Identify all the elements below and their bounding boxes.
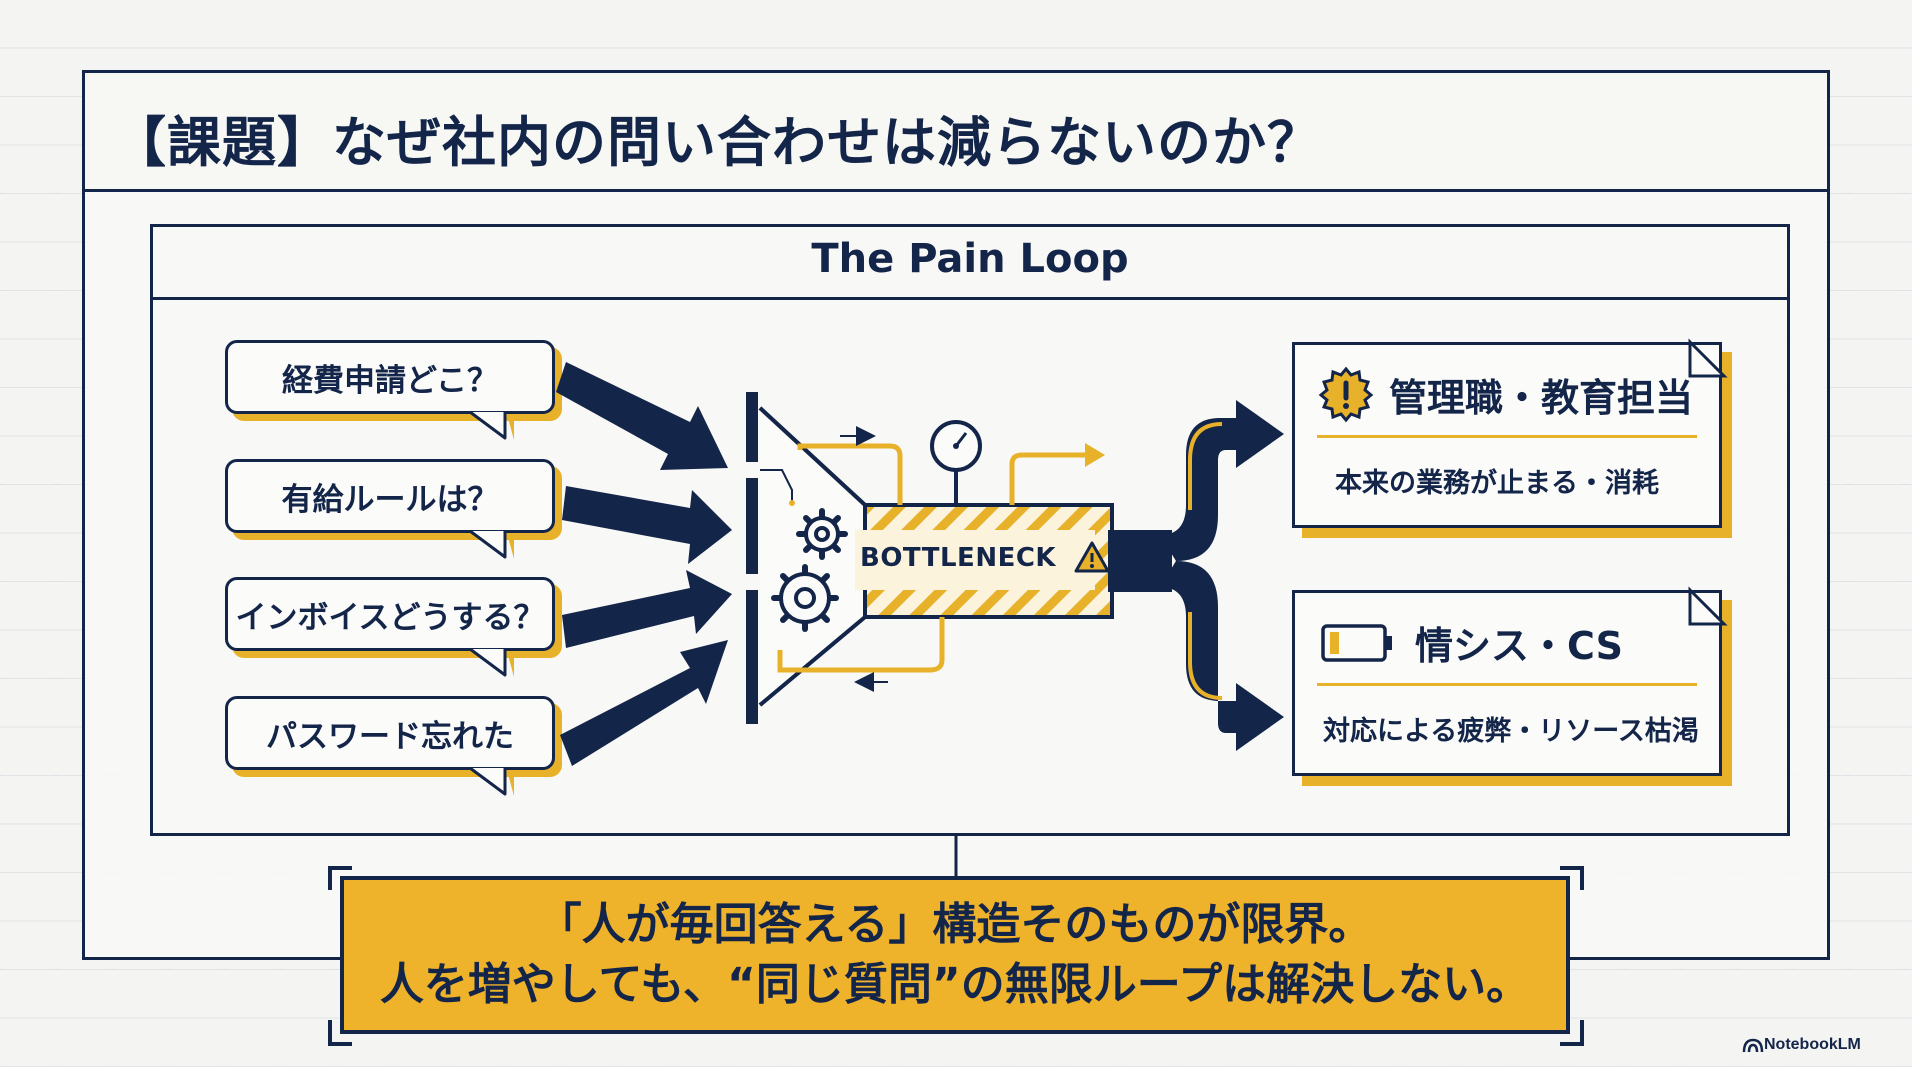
impact-title: 情シス・CS	[1415, 624, 1623, 668]
notebooklm-logo-icon	[1742, 1038, 1764, 1053]
bubble-tails	[469, 410, 507, 796]
input-arrows	[556, 362, 732, 766]
conclusion-line-1: 「人が毎回答える」構造そのものが限界。	[537, 899, 1373, 950]
impact-body: 本来の業務が止まる・消耗	[1335, 468, 1659, 499]
card-divider	[1317, 435, 1697, 438]
gear-warning-icon	[1318, 366, 1374, 423]
impact-card: 情シス・CS 対応による疲弊・リソース枯渇	[1292, 590, 1722, 776]
folded-corner	[1688, 338, 1728, 378]
question-label: インボイスどうする？	[235, 599, 545, 636]
question-label: パスワード忘れた	[266, 718, 514, 755]
conclusion-line-2: 人を増やしても、“同じ質問”の無限ループは解決しない。	[379, 959, 1531, 1010]
pressure-gauge-icon	[930, 420, 982, 505]
pipe-loops	[777, 443, 1085, 673]
slide-title: 【課題】なぜ社内の問い合わせは減らないのか？	[112, 111, 1322, 174]
question-label: 有給ルールは？	[281, 481, 499, 518]
bottleneck-label: BOTTLENECK	[860, 543, 1057, 573]
notebooklm-watermark: NotebookLM	[1764, 1036, 1861, 1053]
conclusion-box: 「人が毎回答える」構造そのものが限界。 人を増やしても、“同じ質問”の無限ループ…	[340, 876, 1570, 1034]
question-bubble: 経費申請どこ？	[225, 340, 555, 414]
question-bubble: インボイスどうする？	[225, 577, 555, 651]
panel-title: The Pain Loop	[811, 236, 1129, 282]
question-bubble: パスワード忘れた	[225, 696, 555, 770]
warning-icon	[1074, 541, 1110, 573]
split-arrows	[1108, 400, 1284, 751]
folded-corner	[1688, 586, 1728, 626]
title-band	[82, 70, 1830, 192]
impact-title: 管理職・教育担当	[1389, 376, 1694, 420]
impact-card: 管理職・教育担当 本来の業務が止まる・消耗	[1292, 342, 1722, 528]
question-bubble: 有給ルールは？	[225, 459, 555, 533]
question-label: 経費申請どこ？	[281, 362, 499, 399]
impact-body: 対応による疲弊・リソース枯渇	[1323, 716, 1699, 747]
card-divider	[1317, 683, 1697, 686]
low-battery-icon	[1321, 624, 1392, 662]
panel-header	[150, 224, 1790, 300]
bracket-corners	[328, 866, 1584, 1046]
